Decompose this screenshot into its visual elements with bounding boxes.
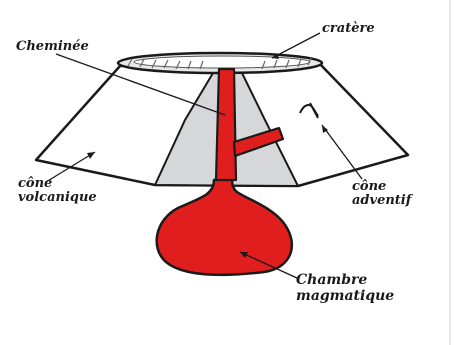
main-chimney xyxy=(216,69,236,180)
magma-chamber xyxy=(157,178,292,275)
leader-cratere xyxy=(272,33,320,58)
label-cone-volcanique: cône volcanique xyxy=(18,177,97,205)
label-chambre-line2: magmatique xyxy=(296,288,394,304)
label-chambre-line1: Chambre xyxy=(296,272,394,288)
label-cone-adventif-line2: adventif xyxy=(352,194,411,208)
label-cone-adventif: cône adventif xyxy=(352,180,411,208)
label-cheminee: Cheminée xyxy=(16,40,89,54)
label-cone-volcanique-line2: volcanique xyxy=(18,191,97,205)
crater-opening xyxy=(134,56,310,68)
label-cratere: cratère xyxy=(322,22,375,36)
label-chambre-magmatique: Chambre magmatique xyxy=(296,272,394,304)
label-cone-adventif-line1: cône xyxy=(352,180,411,194)
label-cone-volcanique-line1: cône xyxy=(18,177,97,191)
